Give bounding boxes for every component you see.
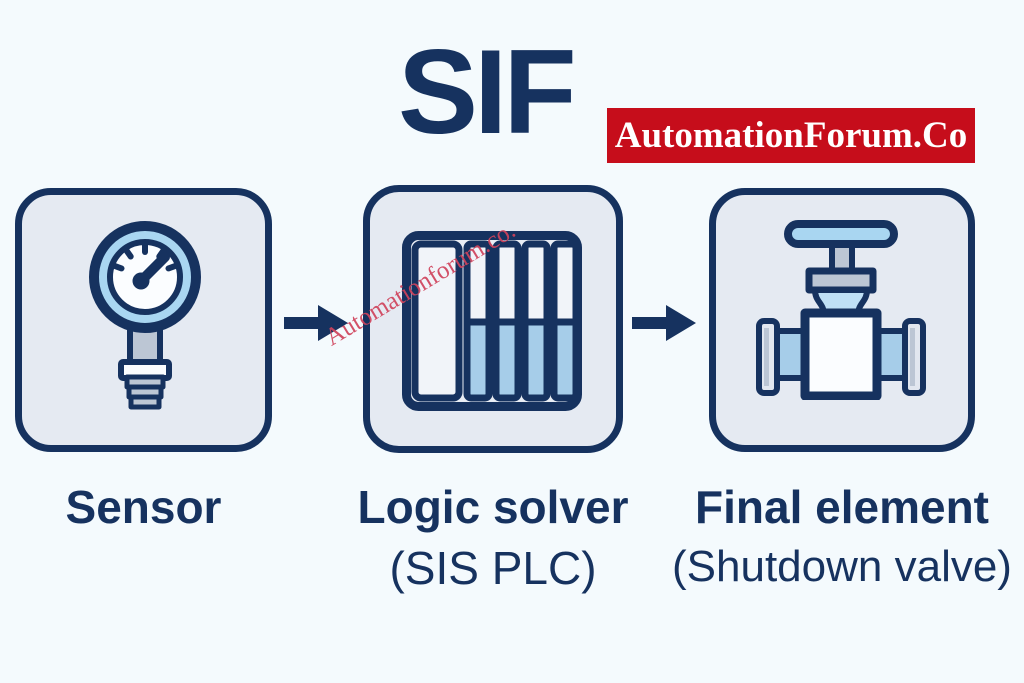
page-title: SIF: [398, 25, 577, 159]
pressure-gauge-icon: [89, 221, 201, 410]
logic-solver-sublabel: (SIS PLC): [389, 542, 597, 594]
arrow-right-icon: [284, 305, 348, 341]
sensor-label: Sensor: [65, 481, 222, 533]
final-element-sublabel: (Shutdown valve): [672, 542, 1012, 591]
final-element-label: Final element: [695, 481, 989, 533]
brand-label: AutomationForum.Co: [614, 115, 968, 156]
shutdown-valve-icon: [756, 220, 926, 400]
logic-solver-label: Logic solver: [357, 481, 629, 533]
brand-banner: AutomationForum.Co: [607, 108, 975, 163]
plc-rack-icon: [402, 231, 582, 411]
arrow-right-icon: [632, 305, 696, 341]
